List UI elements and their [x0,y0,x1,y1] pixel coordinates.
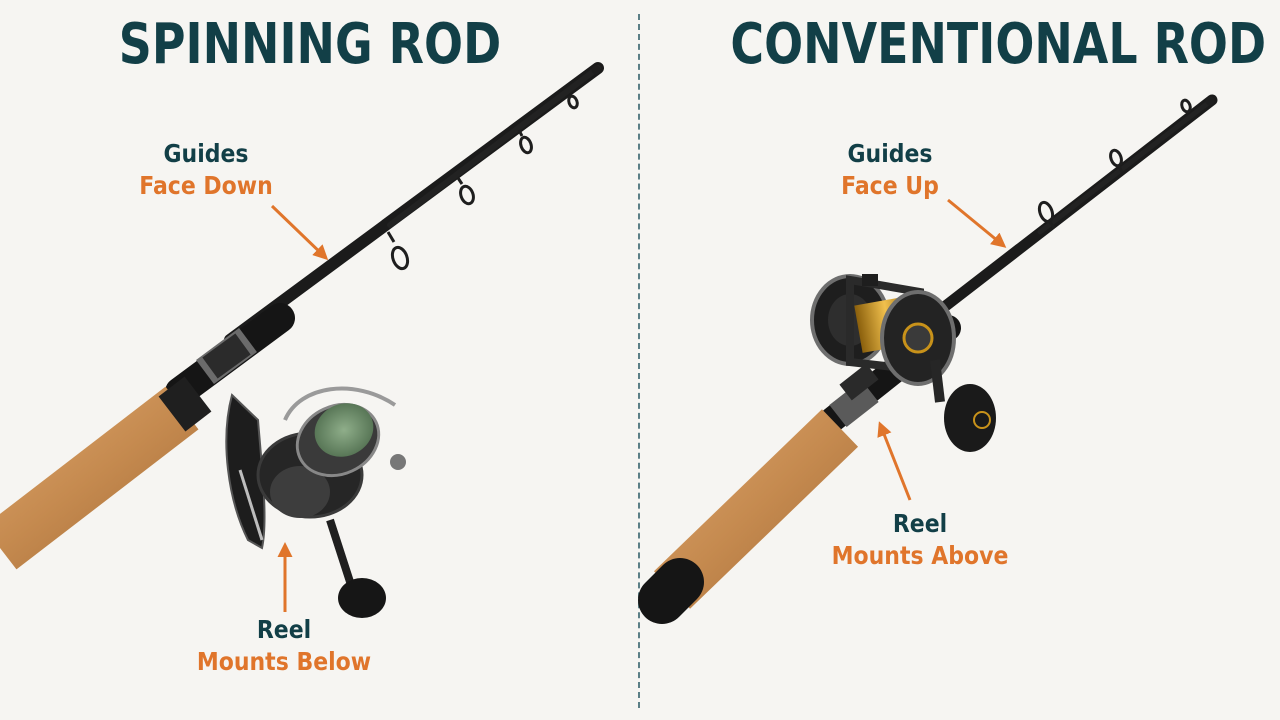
conventional-reel [810,274,996,452]
conventional-reel-right-hub [902,322,934,354]
spinning-rod [0,62,604,618]
conventional-rod-title: CONVENTIONAL ROD [730,12,1267,77]
guides-face-up-arrow [947,198,1007,248]
guides-label: Guides [163,139,249,168]
conventional-reel-clicker [862,274,878,286]
guides-face-down-arrow [270,204,329,261]
reel-mounts-above-arrow [877,421,912,501]
conventional-seat-band [829,379,879,428]
conventional-rod-guides [1037,96,1215,229]
spinning-seat-band-inner [202,333,251,379]
spinning-reel-bail [283,386,397,421]
spinning-winding-check [158,376,212,432]
conventional-rod [638,94,1218,624]
tip-top [1205,96,1215,106]
conventional-reel-knob-cap [973,411,991,429]
guides-face-down-label: Face Down [139,171,273,200]
spinning-reel-stem-highlight [238,469,264,541]
reel-label: Reel [256,615,312,644]
spinning-reel-line-roller [390,454,406,470]
guides-face-up-callout: Guides Face Up [808,138,972,202]
conventional-cork-handle [653,409,859,609]
guide-ring [1109,148,1123,168]
reel-mounts-below-callout: Reel Mounts Below [184,614,384,678]
guide-ring [390,245,410,271]
guides-label: Guides [847,139,933,168]
spinning-rod-title: SPINNING ROD [118,12,502,77]
center-divider [638,14,640,708]
guides-face-up-label: Face Up [841,171,939,200]
guide-foot [456,177,464,185]
guide-foot [1117,165,1124,173]
spinning-reel-line-spool [314,403,374,457]
spinning-rod-guides [386,65,601,271]
guides-face-down-callout: Guides Face Down [118,138,294,202]
guide-ring [567,94,579,110]
guide-ring [459,184,475,206]
tip-top [591,65,601,75]
reel-mounts-above-label: Mounts Above [831,541,1009,570]
guide-foot [386,231,396,243]
reel-mounts-above-callout: Reel Mounts Above [818,508,1022,572]
conventional-reel-handle-arm [930,359,945,403]
guide-ring [519,135,533,155]
spinning-rod-blank-tip [387,65,601,228]
guide-ring [1180,98,1192,114]
conventional-rod-blank-tip [1037,97,1215,235]
conventional-butt-cap [638,558,704,624]
spinning-cork-handle [0,386,199,570]
conventional-reel-handle-knob [944,384,996,452]
guide-ring [1037,200,1055,224]
reel-mounts-below-label: Mounts Below [196,647,372,676]
conventional-reel-foot [839,363,879,401]
spinning-reel-handle-arm [326,518,356,590]
callout-arrows [270,198,1007,612]
spinning-reel-rotor [270,466,330,518]
spinning-reel [225,386,406,618]
guide-foot [517,129,524,137]
reel-label: Reel [892,509,948,538]
spinning-reel-handle-knob [338,578,386,618]
guide-foot [1048,221,1056,229]
